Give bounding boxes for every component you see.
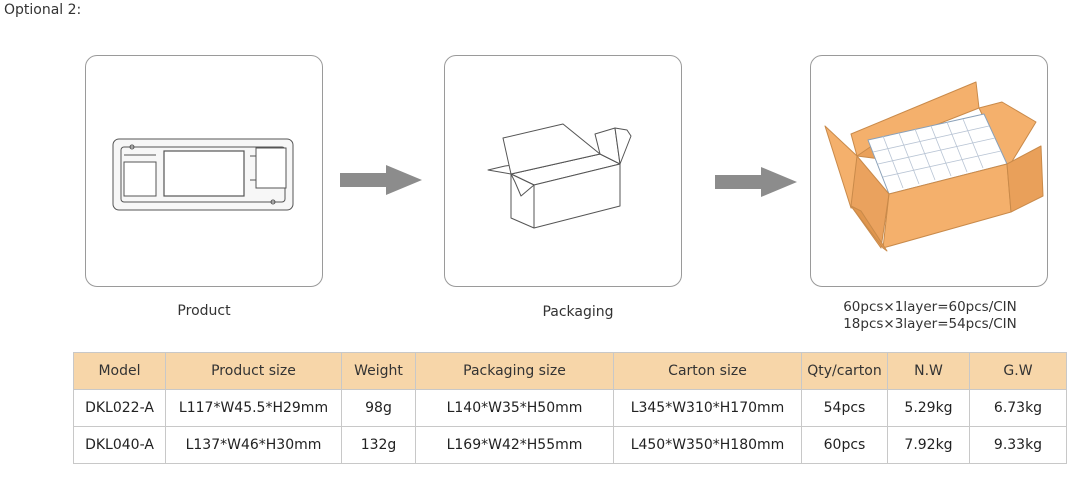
table-cell: DKL040-A bbox=[73, 426, 166, 464]
table-cell: 9.33kg bbox=[969, 426, 1067, 464]
product-panel bbox=[85, 55, 323, 287]
table-cell: 54pcs bbox=[801, 389, 888, 427]
arrow-right-icon bbox=[715, 167, 797, 197]
header-packaging-size: Packaging size bbox=[415, 352, 614, 390]
header-weight: Weight bbox=[341, 352, 416, 390]
packaging-caption: Packaging bbox=[542, 304, 614, 320]
table-cell: L137*W46*H30mm bbox=[165, 426, 342, 464]
header-net-weight: N.W bbox=[887, 352, 970, 390]
table-cell: DKL022-A bbox=[73, 389, 166, 427]
header-model: Model bbox=[73, 352, 166, 390]
table-cell: L140*W35*H50mm bbox=[415, 389, 614, 427]
table-row: DKL022-A L117*W45.5*H29mm 98g L140*W35*H… bbox=[73, 389, 1067, 427]
table-cell: L450*W350*H180mm bbox=[613, 426, 802, 464]
table-cell: L169*W42*H55mm bbox=[415, 426, 614, 464]
table-cell: 5.29kg bbox=[887, 389, 970, 427]
arrow-right-icon bbox=[340, 165, 422, 195]
table-row: DKL040-A L137*W46*H30mm 132g L169*W42*H5… bbox=[73, 426, 1067, 464]
packaging-panel bbox=[444, 55, 682, 287]
table-cell: 60pcs bbox=[801, 426, 888, 464]
driver-board-icon bbox=[112, 138, 294, 211]
carton-panel bbox=[810, 55, 1048, 287]
header-product-size: Product size bbox=[165, 352, 342, 390]
open-box-icon bbox=[487, 123, 632, 229]
product-caption: Product bbox=[177, 303, 231, 319]
table-cell: 7.92kg bbox=[887, 426, 970, 464]
header-carton-size: Carton size bbox=[613, 352, 802, 390]
table-header-row: Model Product size Weight Packaging size… bbox=[73, 352, 1067, 390]
section-heading: Optional 2: bbox=[4, 2, 82, 18]
header-qty-carton: Qty/carton bbox=[801, 352, 888, 390]
table-cell: L345*W310*H170mm bbox=[613, 389, 802, 427]
table-cell: L117*W45.5*H29mm bbox=[165, 389, 342, 427]
carton-notes: 60pcs×1layer=60pcs/CIN 18pcs×3layer=54pc… bbox=[812, 299, 1048, 333]
table-cell: 132g bbox=[341, 426, 416, 464]
carton-note-line: 18pcs×3layer=54pcs/CIN bbox=[843, 316, 1017, 332]
header-gross-weight: G.W bbox=[969, 352, 1067, 390]
table-cell: 6.73kg bbox=[969, 389, 1067, 427]
carton-note-line: 60pcs×1layer=60pcs/CIN bbox=[843, 299, 1017, 315]
table-cell: 98g bbox=[341, 389, 416, 427]
spec-table: Model Product size Weight Packaging size… bbox=[73, 352, 1067, 464]
carton-icon bbox=[824, 81, 1044, 252]
